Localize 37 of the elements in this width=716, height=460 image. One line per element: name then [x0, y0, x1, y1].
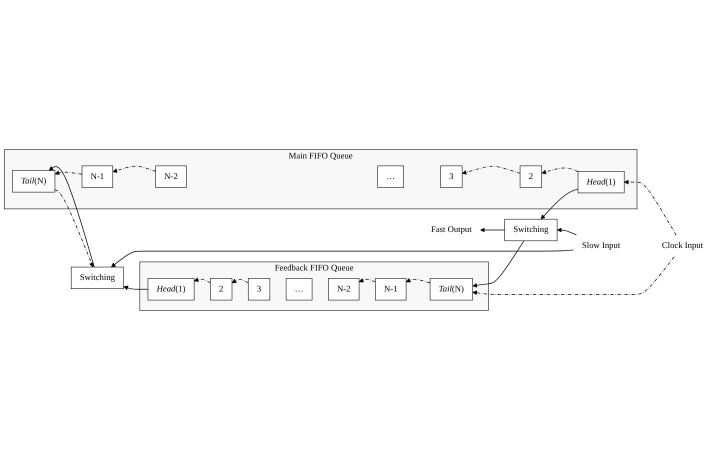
- arrow: [406, 278, 430, 284]
- node-text: Fast Output: [431, 225, 472, 234]
- arrow: [232, 278, 249, 284]
- node-text: Slow Input: [582, 240, 620, 250]
- node-box: …: [377, 166, 404, 188]
- node-text: Clock Input: [662, 241, 704, 250]
- node-box: N-2: [328, 278, 360, 300]
- node-box: …: [286, 278, 312, 300]
- node-box: Tail(N): [430, 278, 473, 300]
- node-box: Head(1): [578, 171, 624, 194]
- node-box: Tail(N): [12, 170, 56, 192]
- arrow: [48, 166, 95, 268]
- node-box: 3: [248, 278, 270, 300]
- node-box: 2: [520, 166, 542, 188]
- arrow: [472, 240, 524, 288]
- arrow: [540, 188, 578, 220]
- arrow: [462, 166, 520, 175]
- arrow: [358, 278, 376, 282]
- arrow: [123, 286, 148, 290]
- node-box: Switching: [70, 266, 124, 289]
- arrow: [480, 228, 506, 232]
- arrow: [472, 256, 674, 296]
- arrow: [111, 250, 574, 268]
- arrow: [541, 168, 578, 174]
- arrow: [112, 166, 156, 173]
- arrow: [624, 180, 676, 236]
- arrow: [54, 189, 94, 268]
- arrow: [194, 277, 211, 284]
- node-box: Switching: [504, 218, 558, 242]
- node-box: 3: [440, 166, 462, 188]
- node-box: N-2: [155, 166, 187, 188]
- arrow: [54, 170, 82, 175]
- arrow: [556, 228, 577, 236]
- node-box: 2: [210, 278, 232, 300]
- node-box: Head(1): [148, 278, 194, 300]
- node-box: N-1: [375, 278, 406, 300]
- node-box: N-1: [82, 166, 114, 188]
